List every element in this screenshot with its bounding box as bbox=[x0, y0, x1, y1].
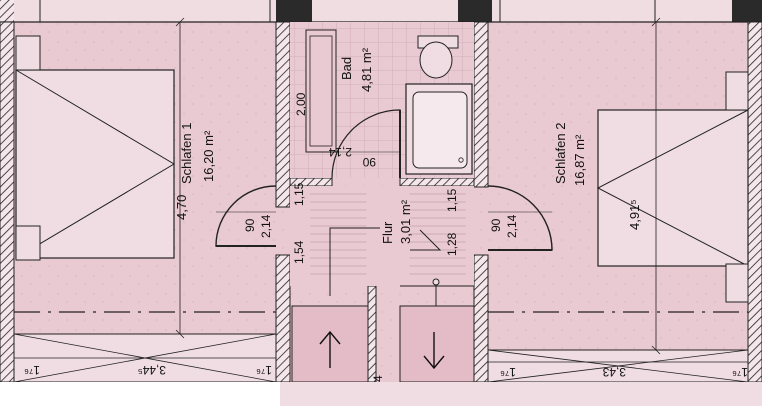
bath-door-swing bbox=[331, 109, 401, 179]
bedroom1-door-swing bbox=[215, 185, 277, 247]
bed-left-icon bbox=[15, 35, 175, 261]
arrow-down-icon bbox=[423, 332, 445, 370]
dim-bottom-left-176b: 1⁷⁶ bbox=[256, 363, 272, 377]
dim-left-door-90: 90 bbox=[243, 218, 257, 232]
stair-down-run bbox=[399, 305, 475, 383]
arrow-up-icon bbox=[319, 330, 341, 368]
dim-bed1-height: 4,70 bbox=[174, 195, 189, 220]
dim-bottom-right-176a: 1⁷⁶ bbox=[500, 365, 516, 379]
bedroom1-name: Schlafen 1 bbox=[179, 123, 194, 184]
top-wall bbox=[0, 0, 762, 22]
toilet-icon bbox=[417, 35, 459, 79]
dimension-lines bbox=[14, 17, 748, 363]
dim-bath-width: 2,00 bbox=[294, 92, 308, 116]
bed-right-icon bbox=[596, 71, 749, 303]
dim-right-door-214: 2,14 bbox=[505, 214, 519, 238]
stair-steps bbox=[310, 193, 466, 275]
bedroom1-area: 16,20 m² bbox=[201, 130, 216, 182]
dim-bottom-left-344: 3,44⁵ bbox=[138, 363, 166, 377]
wall-left-lower bbox=[275, 254, 291, 383]
dim-left-door-115: 1,15 bbox=[292, 182, 306, 206]
dim-right-door-115: 1,15 bbox=[445, 188, 459, 212]
hall-area: 3,01 m² bbox=[398, 199, 413, 244]
dim-hall-154: 1,54 bbox=[292, 240, 306, 264]
bath-name: Bad bbox=[339, 57, 354, 80]
dim-bottom-right-176b: 1⁷⁶ bbox=[732, 365, 748, 379]
dim-bath-door-90: 90 bbox=[362, 155, 376, 169]
wall-right-upper bbox=[473, 21, 489, 188]
bathtub-icon bbox=[405, 83, 473, 175]
dim-right-door-90: 90 bbox=[489, 218, 503, 232]
dim-bottom-left-176a: 1⁷⁶ bbox=[24, 363, 40, 377]
bedroom2-area: 16,87 m² bbox=[572, 134, 587, 186]
bedroom2-door-swing bbox=[487, 185, 553, 251]
bedroom2-name: Schlafen 2 bbox=[553, 123, 568, 184]
right-outer-wall bbox=[747, 21, 762, 383]
dim-bath-door: 2,14 bbox=[328, 145, 352, 159]
dim-bed2-height: 4,91⁵ bbox=[627, 199, 642, 230]
left-outer-wall bbox=[0, 21, 15, 383]
hall-floor bbox=[290, 186, 474, 286]
dim-left-door-214: 2,14 bbox=[259, 214, 273, 238]
wall-left-upper bbox=[275, 21, 291, 208]
dim-hall-128: 1,28 bbox=[445, 232, 459, 256]
wall-right-lower bbox=[473, 254, 489, 383]
bath-area: 4,81 m² bbox=[359, 47, 374, 92]
hall-name: Flur bbox=[380, 221, 395, 244]
dim-bottom-right-343: 3,43 bbox=[602, 365, 626, 379]
bath-cabinet bbox=[305, 29, 337, 153]
